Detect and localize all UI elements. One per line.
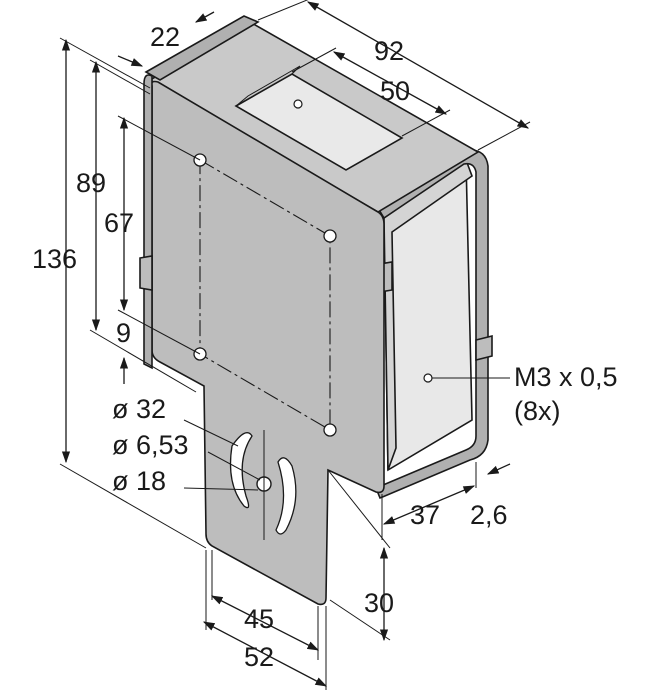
dim-2-6: 2,6 [470,500,508,530]
hole-top-right [323,229,337,243]
dim-dia-6-53: ø 6,53 [112,430,189,460]
top-window-hole [293,99,303,109]
dim-dia-18: ø 18 [112,466,166,496]
bracket-body [139,15,493,606]
dim-89: 89 [76,168,106,198]
dim-thread: M3 x 0,5 [514,362,618,392]
dimension-lines [59,0,531,690]
dim-dia-32: ø 32 [112,394,166,424]
dim-45: 45 [244,604,274,634]
left-flange [143,74,153,370]
dim-37: 37 [410,500,440,530]
dim-50: 50 [380,76,410,106]
dim-92: 92 [374,36,404,66]
dimension-labels: 136 89 67 9 22 92 50 ø 32 ø 6,53 ø 18 M3… [32,22,618,672]
front-holes [193,153,337,437]
top-rear-flange [144,15,260,81]
dim-67: 67 [104,208,134,238]
tab-right-lower [475,334,493,362]
dim-30: 30 [364,588,394,618]
dim-52: 52 [244,642,274,672]
dim-136: 136 [32,244,77,274]
m3-hole [423,373,433,383]
tab-left [139,255,153,291]
slot-right [275,457,297,535]
dim-thread-count: (8x) [514,396,561,426]
dim-9: 9 [116,318,131,348]
hole-bottom-right [323,423,337,437]
front-face [150,80,385,606]
dim-22: 22 [150,22,180,52]
